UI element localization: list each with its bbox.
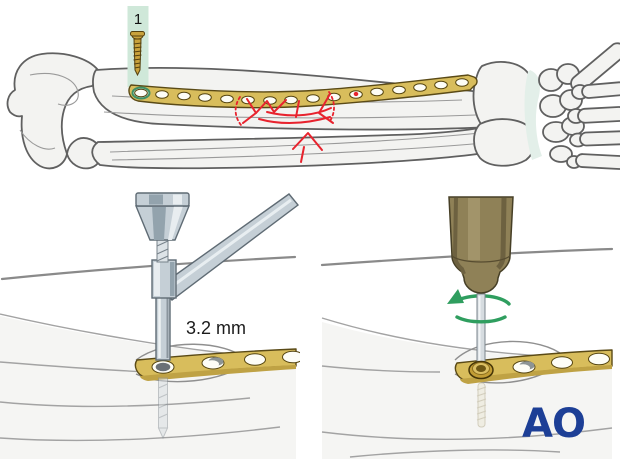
screwdriver-shaft	[476, 293, 486, 367]
fracture-lines	[234, 91, 359, 163]
step-1-highlight-band: 1	[127, 6, 149, 87]
drill-step-illustration: 3.2 mm	[0, 192, 300, 459]
wrist-bones	[472, 61, 585, 167]
faded-forearm-bones	[0, 313, 297, 459]
ao-logo: AO	[522, 401, 585, 447]
drill-bit-in-bone	[157, 377, 169, 440]
screwdriver	[448, 196, 514, 380]
cortex-screw-icon	[130, 31, 145, 77]
wrist-cartilage-tint	[524, 70, 542, 160]
screwdriver-handle	[448, 196, 514, 294]
hand-bones	[566, 42, 620, 170]
drill-sleeve-block	[151, 259, 177, 299]
drill-guide	[134, 192, 300, 361]
forearm-overview-illustration: 1	[6, 6, 620, 170]
compression-plate	[128, 74, 478, 109]
screw-threads-in-bone	[476, 382, 487, 428]
screw-step-illustration: AO	[320, 196, 614, 459]
bone-plate	[134, 348, 300, 381]
faded-forearm-bones	[321, 317, 613, 459]
rotation-arrow-back	[456, 294, 511, 306]
plate-holes	[134, 78, 469, 105]
step-1-label: 1	[134, 11, 142, 28]
soft-tissue-line	[0, 255, 297, 281]
rotation-arrow-icon	[447, 289, 507, 324]
drill-chuck	[134, 192, 191, 241]
elbow-bones	[6, 52, 102, 170]
screw-head	[468, 360, 494, 380]
drill-sleeve-tube	[155, 295, 171, 361]
drill-size-label: 3.2 mm	[186, 318, 246, 338]
